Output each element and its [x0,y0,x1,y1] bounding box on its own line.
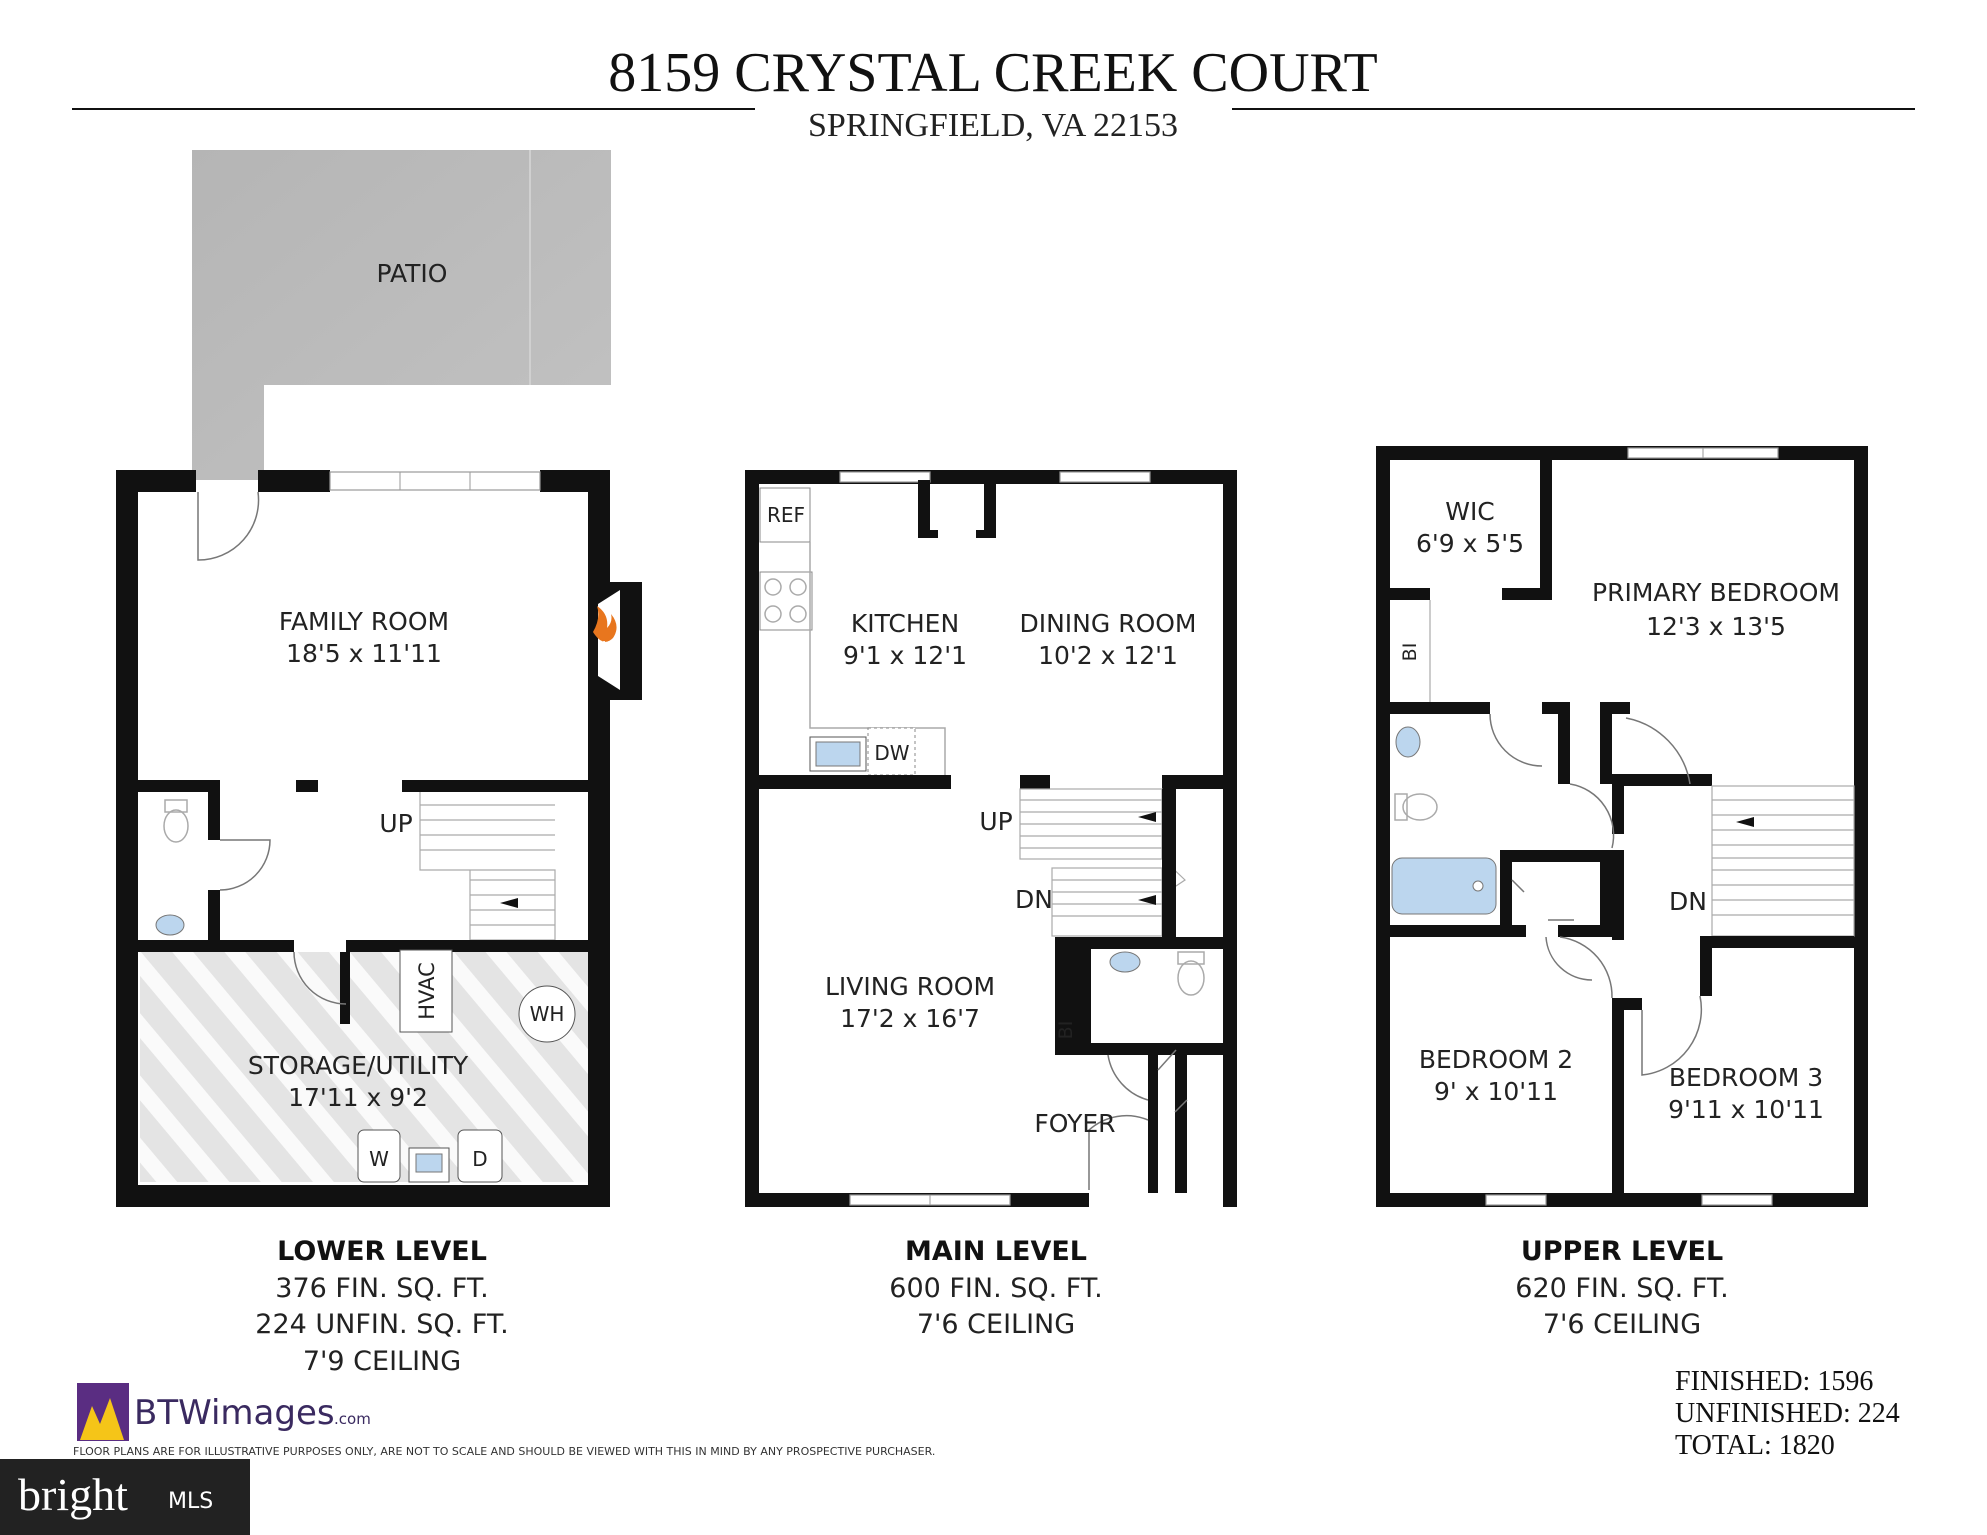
svg-text:UPPER LEVEL: UPPER LEVEL [1521,1236,1723,1267]
lower-level-plan: PATIO W [116,150,642,1207]
svg-text:7'6 CEILING: 7'6 CEILING [917,1309,1075,1340]
washer [357,1129,401,1183]
stairs [1711,785,1855,937]
svg-text:TOTAL: 1820: TOTAL: 1820 [1675,1430,1835,1461]
bedroom-2-name: BEDROOM 2 [1419,1045,1573,1074]
bedroom-3-dim: 9'11 x 10'11 [1668,1095,1824,1124]
lower-level-caption: LOWER LEVEL 376 FIN. SQ. FT. 224 UNFIN. … [255,1236,508,1377]
square-footage-totals: FINISHED: 1596 UNFINISHED: 224 TOTAL: 18… [1675,1366,1900,1461]
fireplace-icon: W [593,606,617,653]
stair-arrow-icon [1138,812,1156,822]
upper-level-caption: UPPER LEVEL 620 FIN. SQ. FT. 7'6 CEILING [1515,1236,1728,1340]
svg-text:224 UNFIN. SQ. FT.: 224 UNFIN. SQ. FT. [255,1309,508,1340]
svg-text:7'6 CEILING: 7'6 CEILING [1543,1309,1701,1340]
svg-text:HVAC: HVAC [415,962,439,1019]
refrigerator [759,487,811,543]
family-room-dim: 18'5 x 11'11 [286,639,442,668]
bedroom-2-dim: 9' x 10'11 [1434,1077,1558,1106]
main-dn-label: DN [1015,885,1053,914]
svg-text:7'9 CEILING: 7'9 CEILING [303,1346,461,1377]
patio-label: PATIO [377,259,448,288]
kitchen-name: KITCHEN [851,609,959,638]
main-level-plan: REF DW UP DN [745,470,1237,1207]
disclaimer: FLOOR PLANS ARE FOR ILLUSTRATIVE PURPOSE… [73,1445,935,1458]
city-subtitle: SPRINGFIELD, VA 22153 [808,107,1178,144]
stair-arrow-icon [1138,895,1156,905]
stair-arrow-icon [1736,817,1754,827]
svg-text:W: W [369,1147,389,1171]
primary-bedroom-name: PRIMARY BEDROOM [1592,578,1840,607]
svg-text:LOWER LEVEL: LOWER LEVEL [277,1236,487,1267]
svg-text:.com: .com [334,1410,371,1428]
living-room-name: LIVING ROOM [825,972,995,1001]
stair-arrow-icon [500,898,518,908]
water-heater [518,985,576,1043]
family-room-name: FAMILY ROOM [279,607,449,636]
svg-text:376 FIN. SQ. FT.: 376 FIN. SQ. FT. [275,1273,488,1304]
svg-text:BI: BI [1055,1021,1077,1040]
upper-level-plan: BI DN [1376,446,1868,1207]
wic-name: WIC [1445,497,1495,526]
svg-text:620 FIN. SQ. FT.: 620 FIN. SQ. FT. [1515,1273,1728,1304]
svg-text:MAIN LEVEL: MAIN LEVEL [905,1236,1087,1267]
stairs [419,792,556,941]
wic-dim: 6'9 x 5'5 [1416,529,1524,558]
bright-mls-logo: bright MLS [0,1459,250,1535]
storage-name: STORAGE/UTILITY [248,1051,469,1080]
primary-bedroom-dim: 12'3 x 13'5 [1646,612,1786,641]
bedroom-3-name: BEDROOM 3 [1669,1063,1823,1092]
btwimages-logo: BTWimages .com [77,1383,371,1441]
foyer-label: FOYER [1034,1109,1115,1138]
svg-text:REF: REF [767,503,805,527]
address-title: 8159 CRYSTAL CREEK COURT [608,42,1377,104]
sink-icon [155,914,185,936]
svg-text:MLS: MLS [168,1489,213,1514]
main-level-caption: MAIN LEVEL 600 FIN. SQ. FT. 7'6 CEILING [889,1236,1102,1340]
living-room-dim: 17'2 x 16'7 [840,1004,980,1033]
svg-text:UNFINISHED: 224: UNFINISHED: 224 [1675,1398,1900,1429]
toilet-icon [163,799,189,843]
hvac-unit [399,949,453,1033]
kitchen-dim: 9'1 x 12'1 [843,641,967,670]
svg-text:bright: bright [18,1469,128,1520]
svg-text:BTWimages: BTWimages [134,1393,335,1433]
svg-text:FINISHED: 1596: FINISHED: 1596 [1675,1366,1873,1397]
toilet-icon [1177,951,1205,996]
svg-text:W: W [598,639,610,653]
stove-icon [759,571,813,631]
svg-text:D: D [472,1147,487,1171]
toilet-icon [1394,793,1438,821]
dryer [457,1129,503,1183]
patio [192,150,611,480]
dishwasher [867,727,916,776]
main-up-label: UP [979,807,1012,836]
svg-text:DW: DW [874,741,909,765]
dining-room-name: DINING ROOM [1019,609,1196,638]
storage-dim: 17'11 x 9'2 [288,1083,428,1112]
bathtub [1391,857,1497,915]
sink-icon [1395,726,1421,758]
svg-text:WH: WH [530,1002,565,1026]
sink-icon [1109,951,1141,973]
upper-dn-label: DN [1669,887,1707,916]
dining-room-dim: 10'2 x 12'1 [1038,641,1178,670]
lower-up-label: UP [379,809,412,838]
svg-text:BI: BI [1399,643,1421,662]
svg-text:600 FIN. SQ. FT.: 600 FIN. SQ. FT. [889,1273,1102,1304]
